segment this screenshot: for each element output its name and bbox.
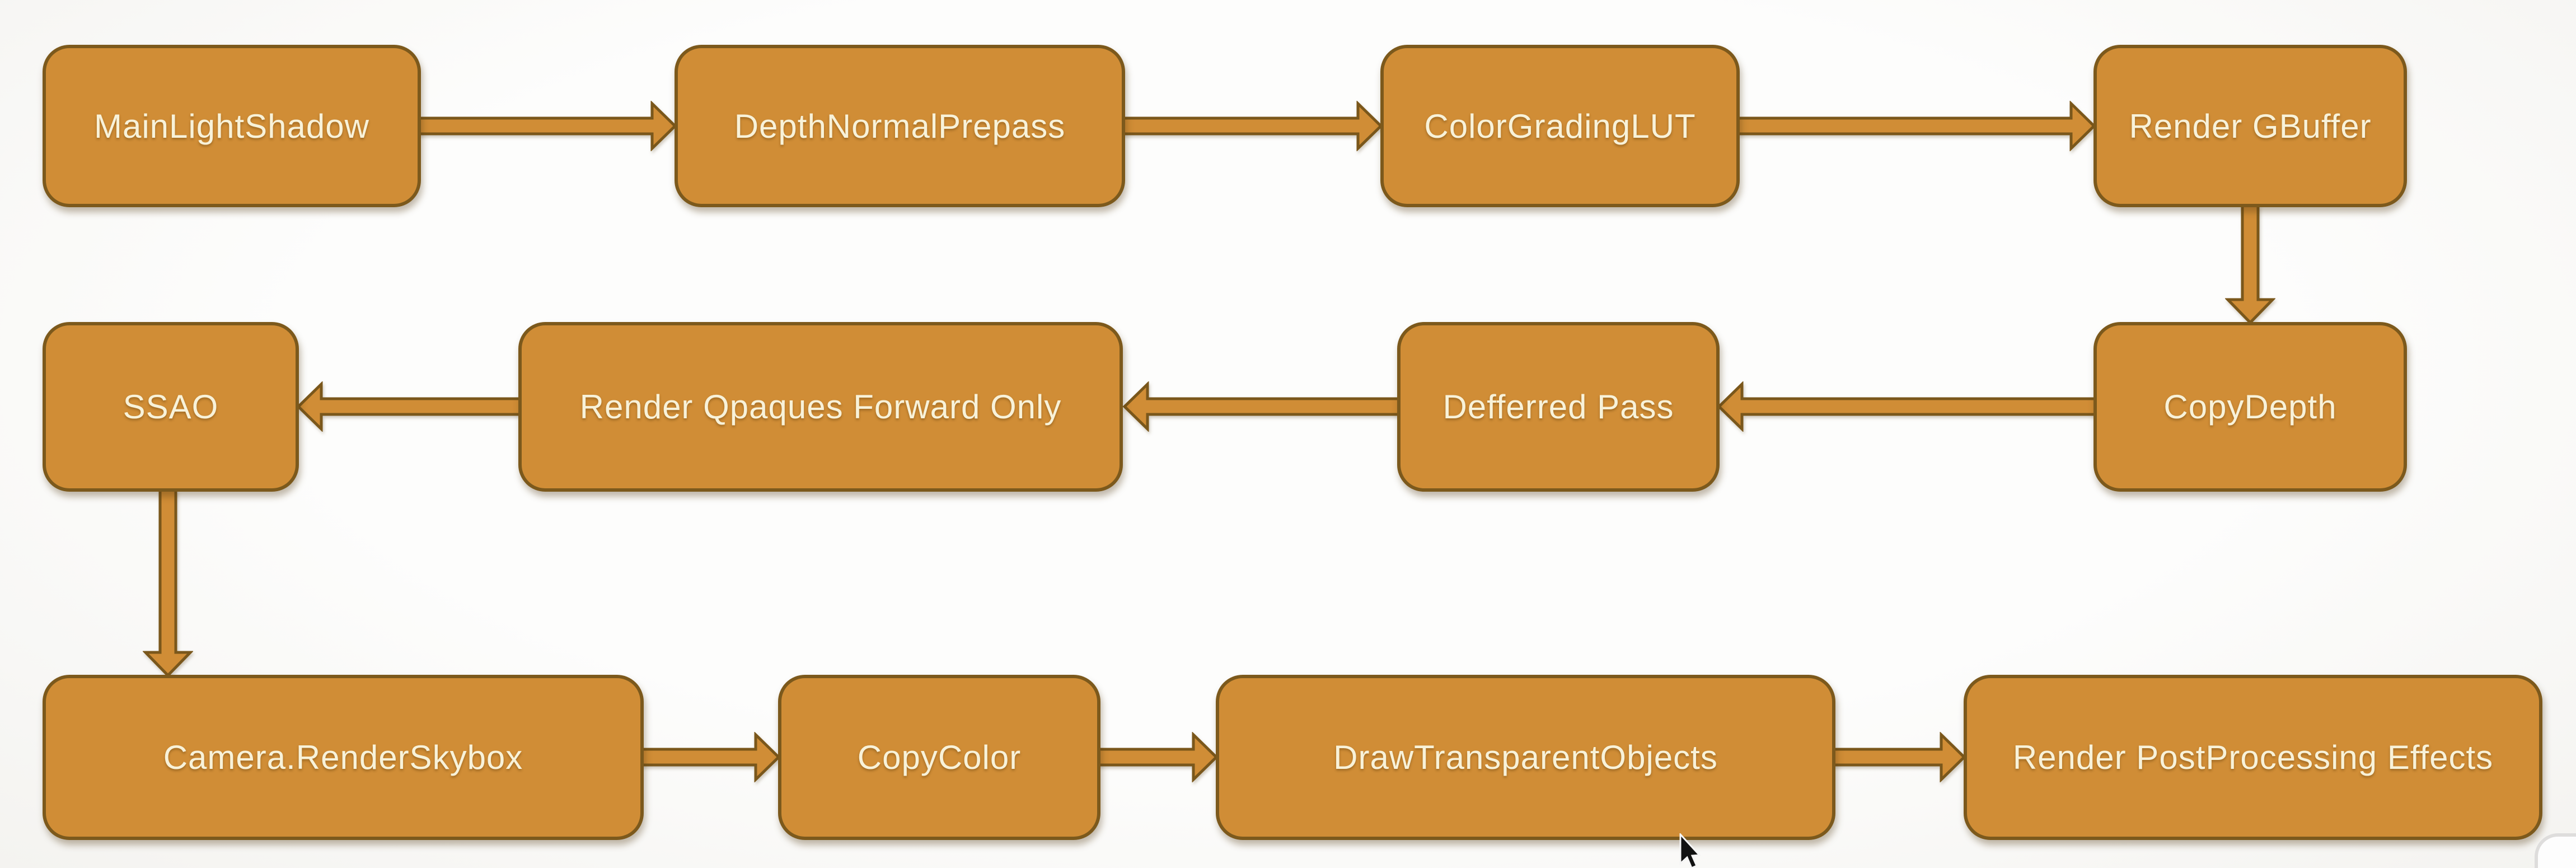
flow-node-draw-transparent-objects: DrawTransparentObjects xyxy=(1216,675,1835,840)
flow-node-label: ColorGradingLUT xyxy=(1424,107,1696,145)
flow-node-label: SSAO xyxy=(123,388,219,426)
flow-node-label: CopyColor xyxy=(857,739,1022,776)
flow-node-main-light-shadow: MainLightShadow xyxy=(43,45,421,207)
flow-node-copy-depth: CopyDepth xyxy=(2093,322,2407,492)
arrow-drawtransparentobjects-to-renderpostprocessingeffects xyxy=(1832,732,1966,782)
arrow-renderqpaquesforwardonly-to-ssao xyxy=(296,381,521,432)
flow-node-render-postprocessing-effects: Render PostProcessing Effects xyxy=(1964,675,2542,840)
flow-node-color-grading-lut: ColorGradingLUT xyxy=(1380,45,1740,207)
flow-node-copy-color: CopyColor xyxy=(778,675,1100,840)
flow-node-defferred-pass: Defferred Pass xyxy=(1397,322,1720,492)
arrow-camerarenderskybox-to-copycolor xyxy=(640,732,781,782)
arrow-ssao-to-camerarenderskybox xyxy=(143,489,193,678)
flow-node-depth-normal-prepass: DepthNormalPrepass xyxy=(675,45,1125,207)
flow-node-ssao: SSAO xyxy=(43,322,299,492)
rounded-corner-artifact xyxy=(2535,833,2576,868)
flow-node-render-qpaques-forward-only: Render Qpaques Forward Only xyxy=(518,322,1123,492)
flow-node-label: CopyDepth xyxy=(2163,388,2337,426)
arrow-defferredpass-to-renderqpaquesforwardonly xyxy=(1122,381,1399,432)
arrow-colorgradinglut-to-rendergbuffer xyxy=(1737,101,2096,151)
arrow-copydepth-to-defferredpass xyxy=(1717,381,2096,432)
arrow-mainlightshadow-to-depthnormalprepass xyxy=(418,101,677,151)
flow-node-label: MainLightShadow xyxy=(94,107,369,145)
flow-node-label: Render Qpaques Forward Only xyxy=(579,388,1062,426)
arrow-rendergbuffer-to-copydepth xyxy=(2225,205,2275,325)
flow-node-label: DrawTransparentObjects xyxy=(1333,739,1718,776)
mouse-cursor-icon xyxy=(1679,833,1702,868)
flow-node-label: Render GBuffer xyxy=(2129,107,2372,145)
arrow-depthnormalprepass-to-colorgradinglut xyxy=(1123,101,1383,151)
flow-node-camera-render-skybox: Camera.RenderSkybox xyxy=(43,675,644,840)
flow-node-render-gbuffer: Render GBuffer xyxy=(2093,45,2407,207)
flow-node-label: DepthNormalPrepass xyxy=(734,107,1066,145)
flow-node-label: Defferred Pass xyxy=(1442,388,1674,426)
arrow-copycolor-to-drawtransparentobjects xyxy=(1097,732,1219,782)
flow-node-label: Camera.RenderSkybox xyxy=(163,739,523,776)
flow-node-label: Render PostProcessing Effects xyxy=(2012,739,2494,776)
